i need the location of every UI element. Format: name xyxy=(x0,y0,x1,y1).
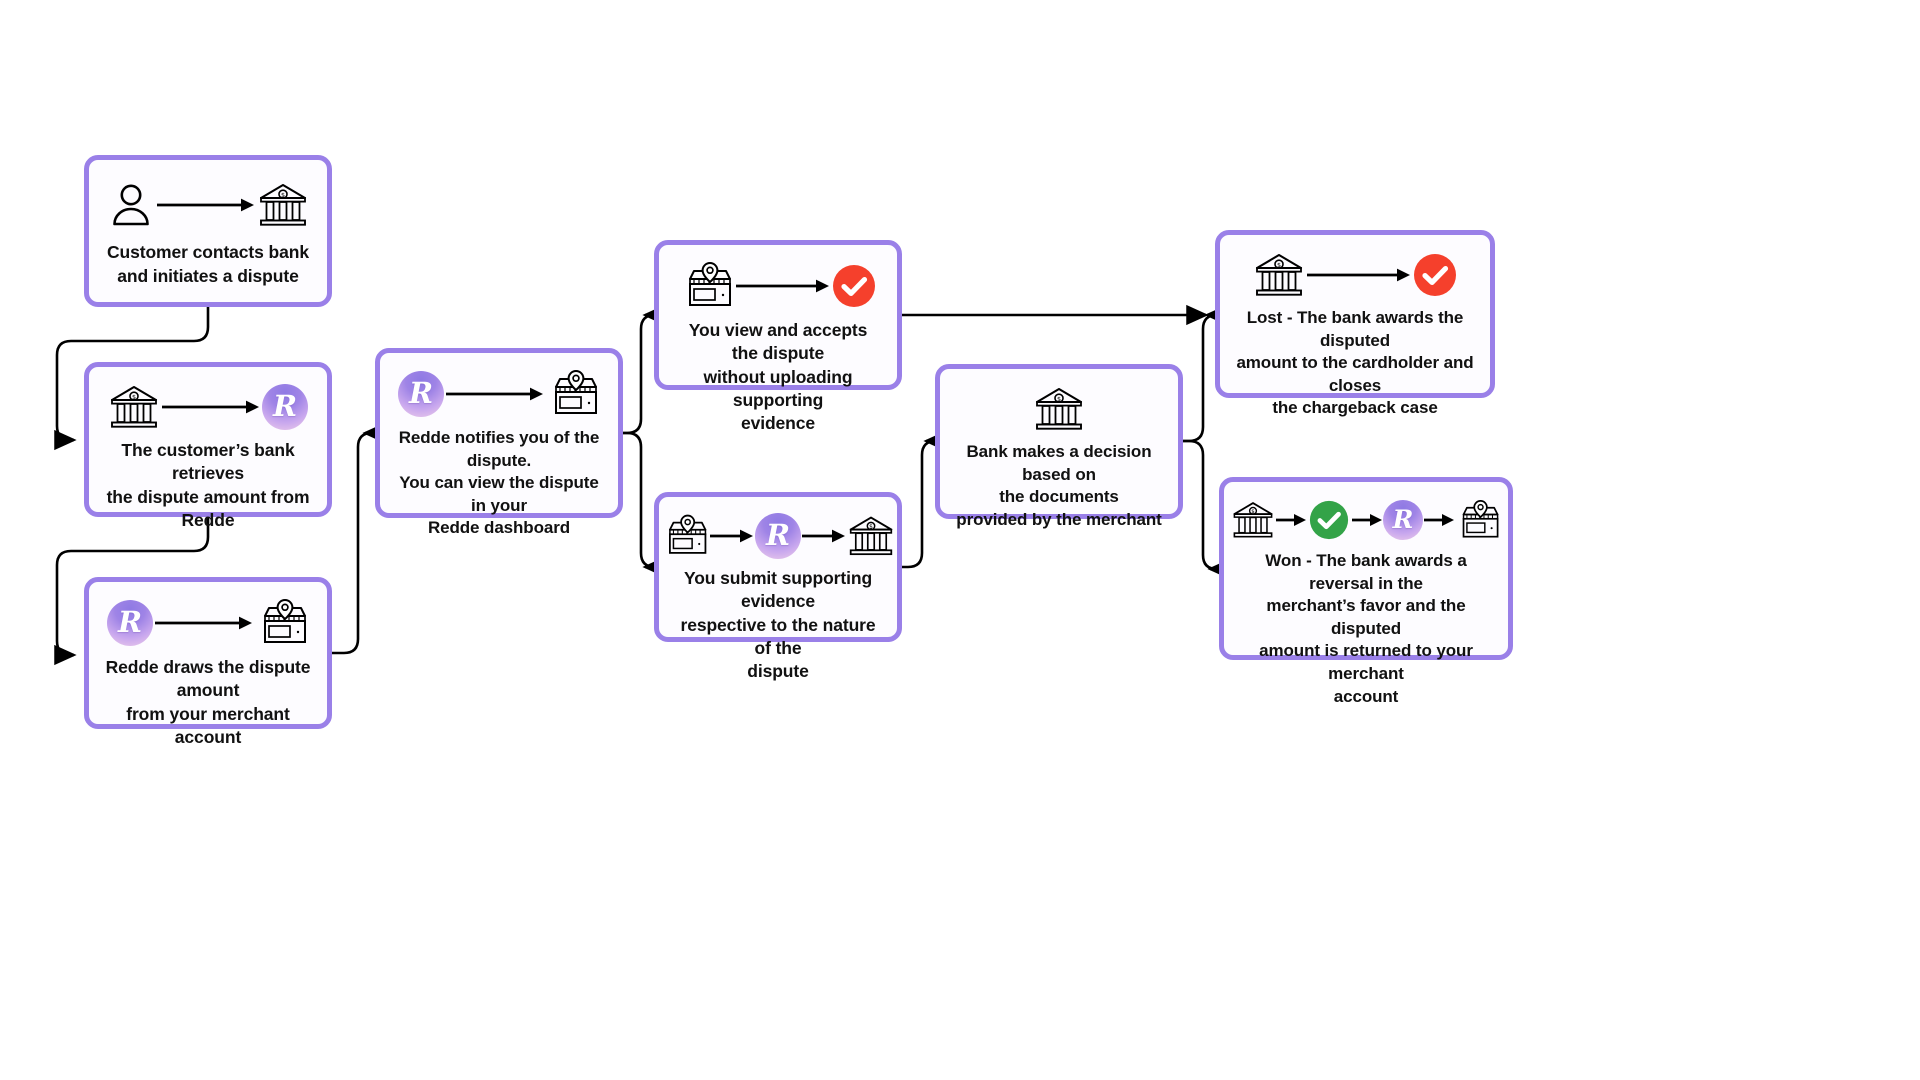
icon-row: $ R xyxy=(108,383,308,431)
node-view-and-accept[interactable]: You view and accepts the dispute without… xyxy=(654,240,902,433)
icon-row: R $ xyxy=(661,513,895,559)
store-icon xyxy=(689,261,731,306)
bank-icon: $ xyxy=(1035,387,1083,430)
icon-row: R xyxy=(398,369,600,419)
arrow-right-icon xyxy=(710,529,753,543)
node-label: Redde draws the dispute amount from your… xyxy=(105,657,311,747)
svg-text:$: $ xyxy=(132,393,136,401)
node-submit-evidence[interactable]: R $ You submit supporting evidence respe… xyxy=(654,492,902,681)
check-circle-green-icon xyxy=(1307,498,1351,542)
arrow-right-icon xyxy=(1424,514,1454,526)
store-icon xyxy=(669,514,707,554)
check-circle-red-icon xyxy=(832,264,876,308)
icon-row: $ xyxy=(107,176,309,233)
node-redde-notifies-you[interactable]: R Redde notifies you of the dispute. You… xyxy=(375,348,623,537)
node-label: Won - The bank awards a reversal in the … xyxy=(1259,551,1473,706)
store-icon xyxy=(264,598,306,643)
icon-row: $ R xyxy=(1231,498,1501,542)
connector-redde-draws-to-notify xyxy=(332,422,385,655)
node-customer-contacts-bank[interactable]: $ Customer contacts bank and initiates a… xyxy=(84,155,332,307)
bank-icon: $ xyxy=(1233,502,1273,538)
redde-logo-letter: R xyxy=(765,517,791,552)
redde-logo-letter: R xyxy=(117,604,143,639)
arrow-right-icon xyxy=(1307,268,1410,282)
redde-logo-icon: R xyxy=(262,384,308,430)
check-circle-red-icon xyxy=(1413,253,1457,297)
person-icon xyxy=(113,184,149,226)
node-label: You submit supporting evidence respectiv… xyxy=(680,568,876,682)
redde-logo-icon: R xyxy=(1383,500,1423,540)
arrow-right-icon xyxy=(157,198,254,212)
redde-logo-letter: R xyxy=(408,375,434,410)
arrow-right-icon xyxy=(736,279,829,293)
redde-logo-letter: R xyxy=(272,388,298,423)
arrow-right-icon xyxy=(446,387,543,401)
connector-submit-to-decision xyxy=(902,430,946,569)
node-label: You view and accepts the dispute without… xyxy=(688,320,868,434)
svg-text:$: $ xyxy=(1057,395,1061,403)
redde-logo-icon: R xyxy=(755,513,801,559)
svg-text:$: $ xyxy=(281,191,285,199)
node-bank-makes-decision[interactable]: $ Bank makes a decision based on the doc… xyxy=(935,364,1183,529)
node-label: Lost - The bank awards the disputed amou… xyxy=(1236,308,1474,418)
redde-logo-letter: R xyxy=(1392,504,1414,534)
arrow-right-icon xyxy=(802,529,845,543)
arrow-right-icon xyxy=(155,616,252,630)
bank-icon: $ xyxy=(259,183,307,226)
icon-row: $ xyxy=(1033,385,1085,433)
node-label: The customer’s bank retrieves the disput… xyxy=(106,440,310,530)
icon-row xyxy=(680,261,876,311)
icon-row: R xyxy=(107,598,309,648)
redde-logo-icon: R xyxy=(107,600,153,646)
connector-decision-to-lost xyxy=(1183,304,1227,443)
store-icon xyxy=(1462,499,1499,538)
redde-logo-icon: R xyxy=(398,371,444,417)
svg-text:$: $ xyxy=(1251,509,1254,515)
bank-icon: $ xyxy=(110,385,158,428)
arrow-right-icon xyxy=(1276,514,1306,526)
svg-text:$: $ xyxy=(1277,261,1281,269)
store-icon xyxy=(555,369,597,414)
bank-icon: $ xyxy=(1255,253,1303,296)
icon-row: $ xyxy=(1253,251,1457,299)
node-outcome-won[interactable]: $ R xyxy=(1219,477,1513,706)
node-redde-draws-amount[interactable]: R Redde draws the dispute amount from yo… xyxy=(84,577,332,747)
arrow-right-icon xyxy=(162,400,259,414)
node-outcome-lost[interactable]: $ Lost - The bank awards the disputed am… xyxy=(1215,230,1495,417)
bank-icon: $ xyxy=(849,516,893,556)
node-label: Customer contacts bank and initiates a d… xyxy=(106,242,309,286)
arrow-right-icon xyxy=(1352,514,1382,526)
connector-notify-to-submit xyxy=(623,431,665,578)
svg-text:$: $ xyxy=(869,524,873,530)
node-bank-retrieves-amount[interactable]: $ R The customer’s bank retrieves the di… xyxy=(84,362,332,530)
connector-decision-to-won xyxy=(1183,439,1230,580)
node-label: Bank makes a decision based on the docum… xyxy=(956,442,1162,529)
node-label: Redde notifies you of the dispute. You c… xyxy=(398,428,600,538)
connector-notify-to-view-accept xyxy=(623,304,665,435)
